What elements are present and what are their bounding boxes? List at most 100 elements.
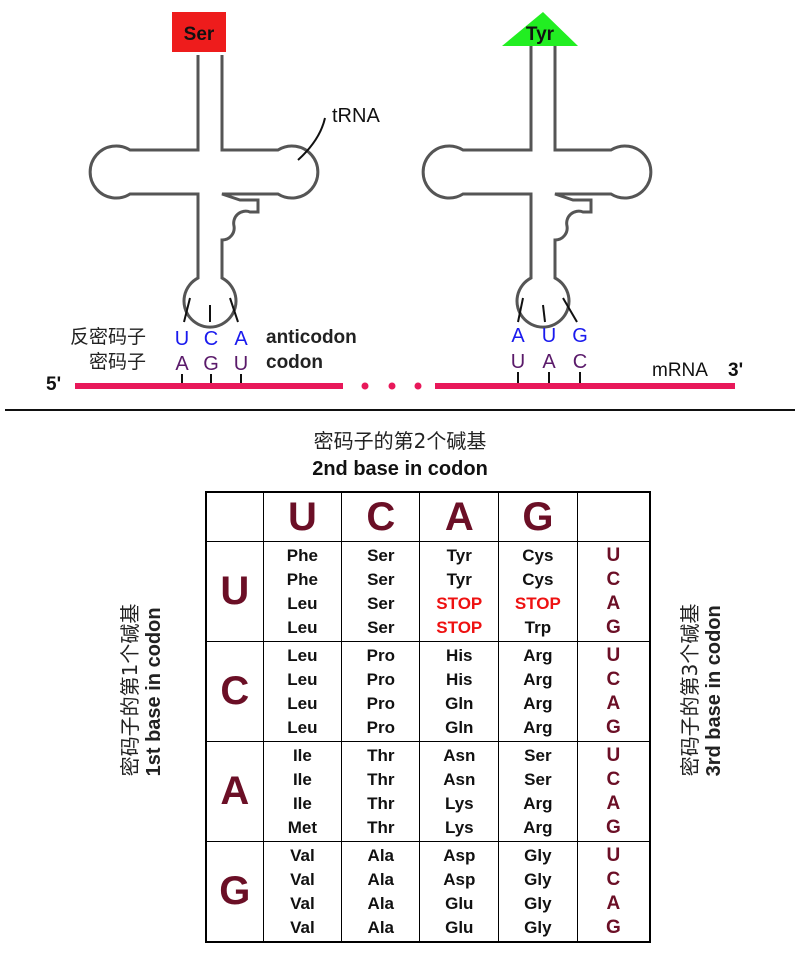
third-base: G — [605, 616, 621, 638]
amino-acid: Leu — [287, 593, 318, 613]
amino-acid: Thr — [367, 769, 395, 789]
third-base: G — [605, 916, 621, 938]
amino-acid: Leu — [287, 645, 318, 665]
corner-cell-right — [576, 491, 651, 542]
amino-acid: Lys — [444, 817, 474, 837]
amino-acid: Arg — [523, 645, 553, 665]
amino-acid: Gln — [445, 693, 474, 713]
third-base: A — [606, 892, 621, 914]
amino-acid: Val — [290, 917, 315, 937]
amino-acid: Arg — [523, 717, 553, 737]
amino-acid: Ser — [367, 545, 395, 565]
left-trna-shape — [88, 55, 320, 329]
third-base: G — [605, 716, 621, 738]
right-anticodon-1: A — [511, 325, 525, 347]
amino-acid: Val — [290, 893, 315, 913]
amino-acid: Arg — [523, 793, 553, 813]
third-base: C — [606, 568, 621, 590]
amino-acid: Pro — [366, 669, 395, 689]
tyr-label: Tyr — [526, 24, 555, 45]
amino-acid: Leu — [287, 717, 318, 737]
row-base-g: G — [205, 841, 264, 943]
amino-acid: Phe — [286, 569, 318, 589]
amino-acid: Val — [290, 869, 315, 889]
amino-acid: Asn — [443, 745, 476, 765]
column-base-a: A — [419, 491, 500, 542]
right-anticodon-3: G — [572, 325, 588, 347]
anticodon-label-cn: 反密码子 — [70, 326, 146, 348]
amino-acid: Cys — [522, 545, 554, 565]
right-codon-3: C — [573, 351, 587, 373]
amino-acid: Ser — [367, 617, 395, 637]
amino-acid: Trp — [524, 617, 552, 637]
left-codon-1: A — [175, 353, 189, 375]
right-anticodon-2: U — [542, 325, 556, 347]
row-base-c: C — [205, 641, 264, 742]
amino-acid: Gly — [524, 917, 552, 937]
left-codon-2: G — [203, 353, 219, 375]
third-base: A — [606, 592, 621, 614]
amino-acid: Ser — [367, 569, 395, 589]
row-base-a: A — [205, 741, 264, 842]
column-base-g: G — [498, 491, 578, 542]
third-base: C — [606, 868, 621, 890]
amino-acid: His — [446, 669, 473, 689]
mrna-3-prime: 3' — [728, 360, 743, 381]
corner-cell — [205, 491, 264, 542]
codon-ticks — [181, 372, 581, 384]
second-base-header-cn: 密码子的第2个碱基 — [313, 429, 487, 453]
third-base: U — [606, 744, 621, 766]
amino-acid: Glu — [445, 917, 474, 937]
ser-label: Ser — [184, 24, 215, 45]
codon-label-cn: 密码子 — [89, 351, 146, 373]
left-anticodon-2: C — [204, 328, 218, 350]
amino-acid: Lys — [444, 793, 474, 813]
amino-acid: Leu — [287, 617, 318, 637]
amino-acid: Pro — [366, 693, 395, 713]
amino-acid: Val — [290, 845, 315, 865]
first-base-label-en: 1st base in codon — [143, 607, 165, 777]
amino-acid: Ser — [367, 593, 395, 613]
amino-acid: Glu — [445, 893, 474, 913]
amino-acid: Gly — [524, 869, 552, 889]
amino-acid: Ala — [367, 845, 395, 865]
amino-acid: Tyr — [446, 545, 472, 565]
codon-table-header-row: U C A G — [205, 491, 651, 542]
third-base: U — [606, 644, 621, 666]
amino-acid: Arg — [523, 817, 553, 837]
amino-acid: Pro — [366, 717, 395, 737]
amino-acid: Cys — [522, 569, 554, 589]
amino-acid: Asp — [443, 869, 476, 889]
amino-acid: Leu — [287, 693, 318, 713]
mrna-strand — [75, 382, 735, 390]
stop-codon: STOP — [436, 617, 483, 637]
row-base-u: U — [205, 541, 264, 642]
amino-acid: Ala — [367, 917, 395, 937]
right-trna-shape — [421, 45, 653, 329]
column-base-u: U — [262, 491, 343, 542]
amino-acid: Ile — [292, 793, 312, 813]
third-base: A — [606, 792, 621, 814]
left-anticodon-lines — [183, 297, 239, 323]
